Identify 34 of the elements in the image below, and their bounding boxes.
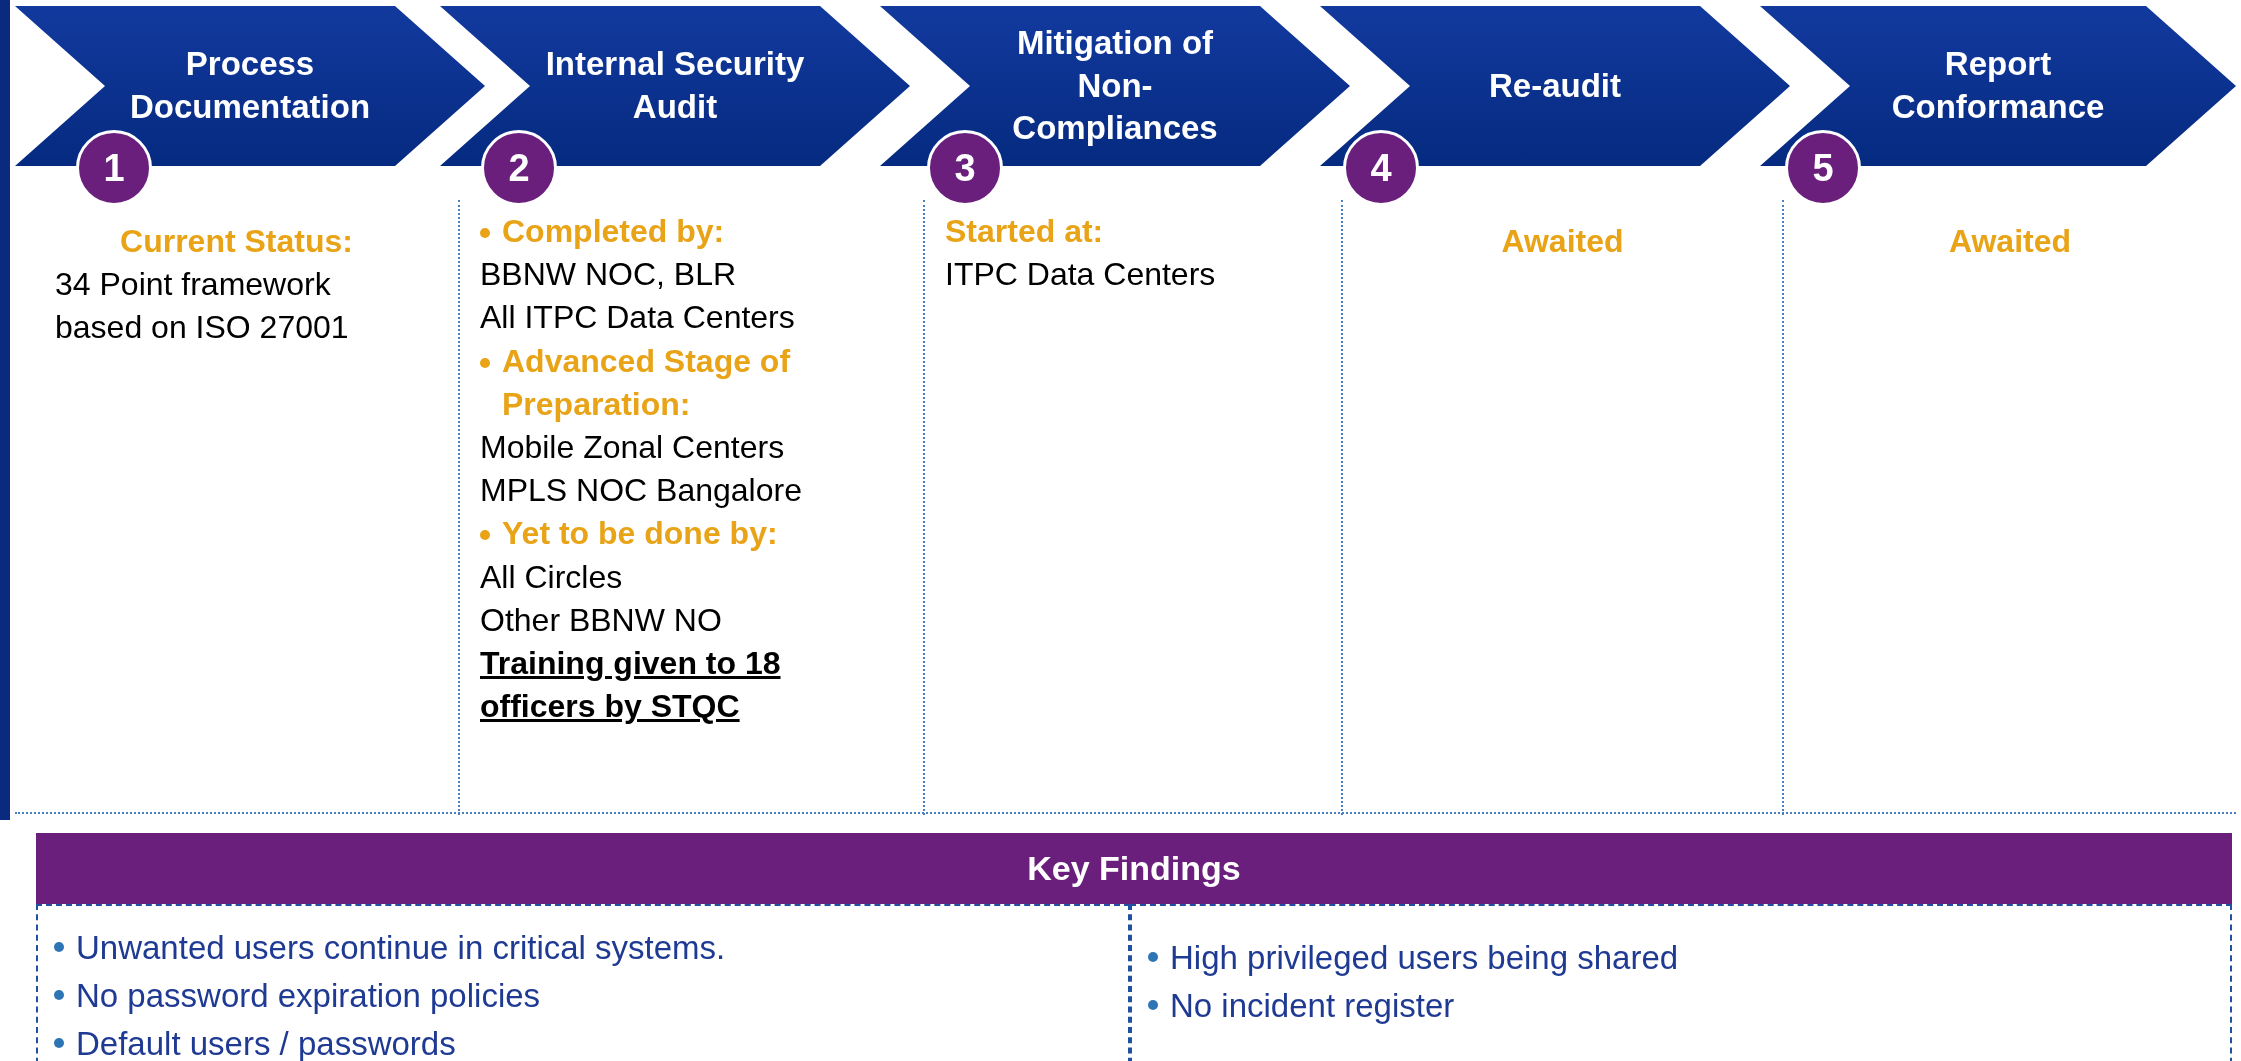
step-title: Re-audit: [1489, 65, 1621, 106]
step-number: 5: [1785, 130, 1861, 206]
status-text: All ITPC Data Centers: [480, 298, 796, 338]
status-heading: Completed by:: [502, 212, 725, 251]
finding-item: High privileged users being shared: [1170, 938, 1679, 978]
status-heading: Advanced Stage of Preparation:: [502, 341, 792, 424]
finding-item: Default users / passwords: [76, 1023, 456, 1061]
step-number: 3: [927, 130, 1003, 206]
status-heading: Awaited: [1500, 222, 1625, 261]
status-text: Mobile Zonal Centers: [480, 427, 786, 467]
status-text: All Circles: [480, 557, 624, 597]
status-heading: Current Status:: [119, 222, 354, 261]
finding-item: Unwanted users continue in critical systems.: [76, 928, 726, 968]
status-text: Other BBNW NO: [480, 600, 723, 640]
step-title: Internal Security Audit: [544, 44, 806, 127]
findings-header: Key Findings: [36, 833, 2232, 904]
step-number: 1: [76, 130, 152, 206]
status-text: BBNW NOC, BLR: [480, 255, 738, 295]
finding-item: No incident register: [1170, 985, 1455, 1026]
step-title: Report Conformance: [1890, 44, 2106, 127]
finding-item: No password expiration policies: [76, 975, 541, 1016]
status-heading: Awaited: [1947, 222, 2073, 261]
findings-cell: [1130, 904, 2232, 1061]
step-title: Process Documentation: [128, 44, 372, 127]
status-text: MPLS NOC Bangalore: [480, 471, 803, 511]
step-title: Mitigation of Non-Compliances: [1011, 22, 1219, 149]
step-number: 2: [481, 130, 557, 206]
status-heading: Started at:: [945, 212, 1105, 251]
training-note: Training given to 18 officers by STQC: [480, 643, 782, 727]
step-number: 4: [1343, 130, 1419, 206]
status-heading: Yet to be done by:: [502, 514, 778, 554]
status-text: ITPC Data Centers: [945, 255, 1217, 295]
findings-cell: [36, 904, 1130, 1061]
status-text: 34 Point framework based on ISO 27001: [55, 265, 350, 348]
